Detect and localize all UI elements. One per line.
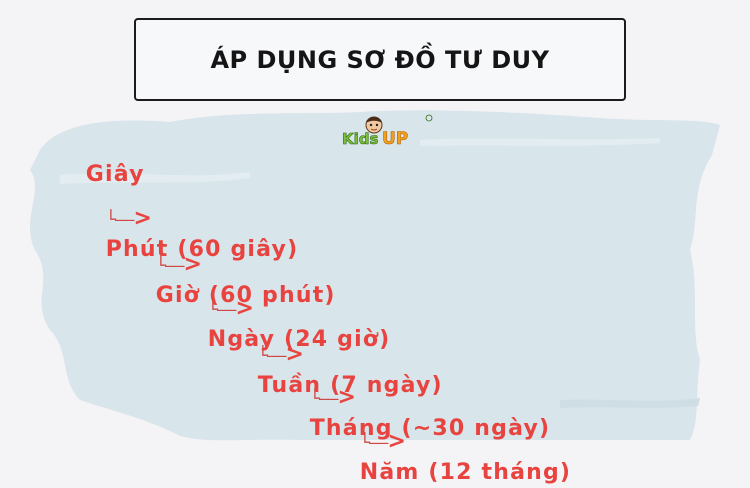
arrow-head: > [387, 429, 408, 454]
page-title: ÁP DỤNG SƠ ĐỒ TƯ DUY [210, 45, 550, 74]
arrow-head: > [337, 385, 358, 410]
svg-text:UP: UP [382, 129, 408, 149]
connector-line: └—— [309, 389, 339, 409]
connector-line: └—— [105, 210, 135, 230]
svg-text:Kids: Kids [342, 130, 379, 148]
arrow-head: > [183, 252, 204, 277]
connector-line: └—— [155, 256, 185, 276]
tree-item-minute: └——> Phút (60 giây) [88, 174, 298, 265]
tree-item-day: └——> Ngày (24 giờ) [190, 264, 390, 355]
connector-line: └—— [257, 346, 287, 366]
tree-item-label: Phút (60 giây) [105, 237, 299, 262]
tree-item-week: └——> Tuần (7 ngày) [240, 310, 443, 401]
tree-root: Giây [68, 130, 145, 190]
tree-item-label: Năm (12 tháng) [359, 460, 572, 485]
tree-item-label: Ngày (24 giờ) [207, 327, 391, 352]
arrow-head: > [235, 296, 256, 321]
arrow-head: > [285, 342, 306, 367]
tree-root-label: Giây [85, 162, 145, 187]
tree-item-label: Tháng (~30 ngày) [309, 416, 551, 441]
tree-item-label: Tuần (7 ngày) [257, 373, 443, 398]
tree-item-hour: └——> Giờ (60 phút) [138, 220, 336, 311]
title-box: ÁP DỤNG SƠ ĐỒ TƯ DUY [134, 18, 626, 101]
tree-item-label: Giờ (60 phút) [155, 283, 336, 308]
connector-line: └—— [207, 300, 237, 320]
arrow-head: > [133, 206, 154, 231]
tree-item-month: └——> Tháng (~30 ngày) [292, 353, 550, 444]
kidsup-logo-icon: Kids UP [342, 114, 433, 149]
connector-line: └—— [359, 433, 389, 453]
tree-item-year: └——> Năm (12 tháng) [342, 397, 571, 488]
